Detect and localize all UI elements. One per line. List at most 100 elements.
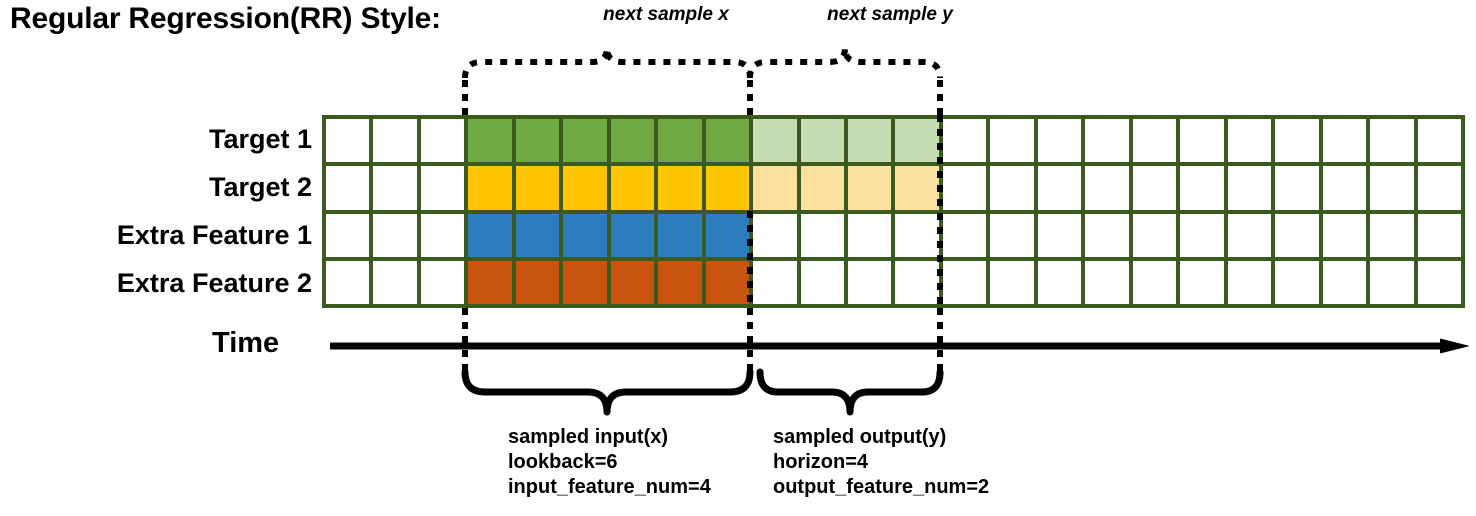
grid-cell-r2-c11 [800, 166, 845, 210]
grid-cell-r4-c13 [895, 260, 939, 304]
grid-cell-r3-c17 [1085, 213, 1129, 257]
caption-input-line2: lookback=6 [508, 451, 618, 473]
grid-cell-r1-c19 [1180, 119, 1224, 163]
grid-cell-r3-c5 [515, 213, 560, 257]
grid-cell-r3-c13 [895, 213, 939, 257]
caption-input-line3: input_feature_num=4 [508, 476, 711, 498]
grid-cell-r4-c6 [563, 260, 607, 304]
grid-cell-r1-c24 [1417, 119, 1461, 163]
grid-cell-r2-c15 [990, 166, 1034, 210]
grid-cell-r3-c23 [1370, 213, 1414, 257]
grid-cell-r3-c7 [610, 213, 655, 257]
grid-cell-r1-c16 [1037, 119, 1082, 163]
grid-cell-r3-c10 [753, 213, 797, 257]
caption-sampled-input: sampled input(x) lookback=6 input_featur… [508, 425, 711, 500]
grid-cell-r2-c19 [1180, 166, 1224, 210]
grid-cell-r4-c8 [658, 260, 702, 304]
caption-output-line1: sampled output(y) [773, 426, 947, 448]
grid-cell-r3-c12 [848, 213, 892, 257]
grid-cell-r1-c2 [373, 119, 417, 163]
grid-cell-r1-c1 [326, 119, 370, 163]
grid-cell-r2-c1 [326, 166, 370, 210]
caption-output-line3: output_feature_num=2 [773, 476, 990, 498]
time-axis-arrow [330, 338, 1470, 354]
grid-cell-r3-c21 [1275, 213, 1319, 257]
grid-cell-r4-c3 [420, 260, 465, 304]
grid-cell-r1-c9 [705, 119, 750, 163]
grid-cell-r1-c18 [1132, 119, 1177, 163]
grid-cell-r1-c5 [515, 119, 560, 163]
grid-cell-r1-c10 [753, 119, 797, 163]
grid-cell-r4-c18 [1132, 260, 1177, 304]
caption-input-line1: sampled input(x) [508, 426, 669, 448]
row-label-extra-feature-2: Extra Feature 2 [116, 268, 312, 298]
grid-cell-r1-c4 [468, 119, 512, 163]
grid-cell-r2-c17 [1085, 166, 1129, 210]
grid-cell-r3-c18 [1132, 213, 1177, 257]
grid-cell-r4-c15 [990, 260, 1034, 304]
grid-cell-r1-c15 [990, 119, 1034, 163]
annotation-next-sample-y: next sample y [827, 4, 953, 25]
grid-cell-r2-c9 [705, 166, 750, 210]
grid-cell-r4-c7 [610, 260, 655, 304]
grid-cell-r4-c22 [1322, 260, 1367, 304]
grid-cell-r1-c23 [1370, 119, 1414, 163]
row-label-extra-feature-1: Extra Feature 1 [116, 220, 312, 250]
grid-cell-r1-c14 [942, 119, 987, 163]
grid-cell-r4-c23 [1370, 260, 1414, 304]
grid-cell-r4-c21 [1275, 260, 1319, 304]
page-title: Regular Regression(RR) Style: [10, 2, 441, 35]
grid-cell-r3-c24 [1417, 213, 1461, 257]
grid-cell-r2-c8 [658, 166, 702, 210]
grid-cell-r4-c2 [373, 260, 417, 304]
grid-cell-r1-c11 [800, 119, 845, 163]
grid-cell-r1-c3 [420, 119, 465, 163]
grid-cell-r4-c11 [800, 260, 845, 304]
grid-cell-r1-c20 [1227, 119, 1272, 163]
grid-cell-r4-c16 [1037, 260, 1082, 304]
row-label-target-1: Target 1 [208, 124, 312, 154]
grid-cell-r1-c21 [1275, 119, 1319, 163]
grid-cell-r1-c8 [658, 119, 702, 163]
grid-cell-r4-c10 [753, 260, 797, 304]
grid-cell-r2-c23 [1370, 166, 1414, 210]
row-label-target-2: Target 2 [208, 172, 312, 202]
grid-cell-r3-c19 [1180, 213, 1224, 257]
grid-cell-r4-c5 [515, 260, 560, 304]
timeseries-grid [322, 115, 1465, 308]
grid-cell-r2-c3 [420, 166, 465, 210]
grid-cell-r1-c13 [895, 119, 939, 163]
grid-cell-r4-c1 [326, 260, 370, 304]
grid-cell-r1-c7 [610, 119, 655, 163]
grid-cell-r3-c3 [420, 213, 465, 257]
grid-cell-r4-c12 [848, 260, 892, 304]
grid-cell-r4-c19 [1180, 260, 1224, 304]
grid-cell-r1-c17 [1085, 119, 1129, 163]
grid-cell-r4-c4 [468, 260, 512, 304]
grid-cell-r4-c24 [1417, 260, 1461, 304]
grid-cell-r3-c15 [990, 213, 1034, 257]
grid-cell-r3-c11 [800, 213, 845, 257]
grid-cell-r2-c10 [753, 166, 797, 210]
grid-cell-r3-c4 [468, 213, 512, 257]
grid-cell-r4-c9 [705, 260, 750, 304]
grid-cell-r3-c14 [942, 213, 987, 257]
grid-cell-r2-c5 [515, 166, 560, 210]
grid-cell-r2-c4 [468, 166, 512, 210]
time-axis-label: Time [212, 327, 280, 359]
grid-cell-r3-c1 [326, 213, 370, 257]
grid-cell-r2-c21 [1275, 166, 1319, 210]
grid-cell-r1-c6 [563, 119, 607, 163]
grid-cell-r3-c2 [373, 213, 417, 257]
grid-cell-r2-c24 [1417, 166, 1461, 210]
grid-cell-r3-c22 [1322, 213, 1367, 257]
grid-cell-r2-c7 [610, 166, 655, 210]
grid-cell-r2-c22 [1322, 166, 1367, 210]
caption-output-line2: horizon=4 [773, 451, 869, 473]
grid-cell-r1-c12 [848, 119, 892, 163]
grid-cell-r2-c18 [1132, 166, 1177, 210]
grid-cell-r3-c9 [705, 213, 750, 257]
grid-cell-r2-c2 [373, 166, 417, 210]
annotation-next-sample-x: next sample x [603, 4, 729, 25]
caption-sampled-output: sampled output(y) horizon=4 output_featu… [773, 425, 989, 500]
